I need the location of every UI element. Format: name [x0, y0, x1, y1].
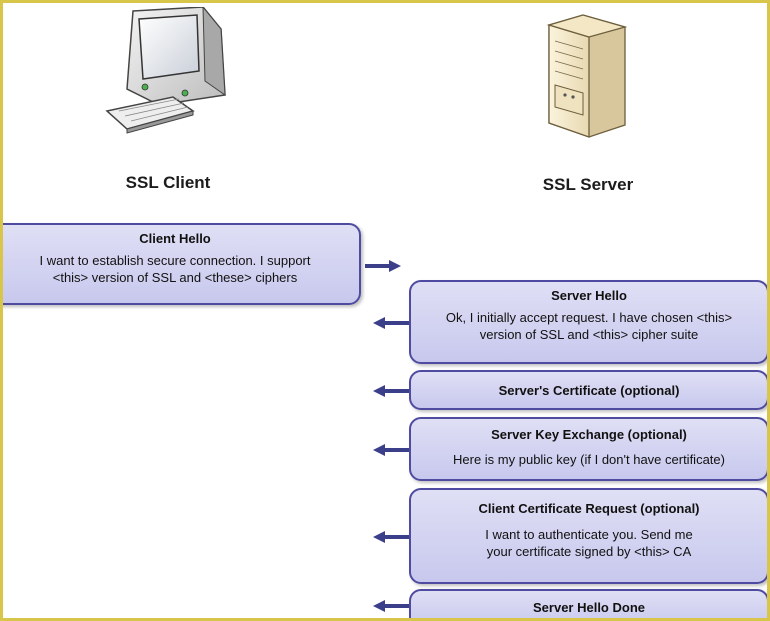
- message-server-certificate: Server's Certificate (optional): [409, 370, 767, 410]
- message-title: Client Certificate Request (optional): [478, 501, 700, 516]
- arrow-left-icon: [373, 531, 409, 543]
- message-body: Ok, I initially accept request. I have c…: [445, 310, 733, 342]
- message-title: Server's Certificate (optional): [498, 383, 680, 398]
- message-client-certificate-request: Client Certificate Request (optional) I …: [409, 488, 767, 584]
- arrow-left-icon: [373, 600, 409, 612]
- message-body: Here is my public key (if I don't have c…: [453, 452, 725, 467]
- message-server-hello: Server Hello Ok, I initially accept requ…: [409, 280, 767, 364]
- message-title: Server Hello Done: [533, 600, 645, 615]
- arrow-left-icon: [373, 444, 409, 456]
- server-label: SSL Server: [542, 175, 634, 194]
- arrow-left-icon: [373, 385, 409, 397]
- message-server-hello-done: Server Hello Done: [409, 589, 767, 618]
- message-server-key-exchange: Server Key Exchange (optional) Here is m…: [409, 417, 767, 481]
- message-title: Client Hello: [139, 231, 211, 246]
- server-icon: [546, 14, 628, 138]
- arrow-left-icon: [373, 317, 409, 329]
- message-title: Server Hello: [551, 288, 627, 303]
- message-title: Server Key Exchange (optional): [491, 427, 687, 442]
- client-label: SSL Client: [125, 173, 211, 192]
- message-client-hello: Client Hello I want to establish secure …: [3, 223, 361, 305]
- computer-icon: [105, 7, 226, 134]
- message-body: I want to authenticate you. Send me your…: [485, 527, 693, 559]
- message-body: I want to establish secure connection. I…: [39, 253, 311, 285]
- arrow-right-icon: [365, 260, 401, 272]
